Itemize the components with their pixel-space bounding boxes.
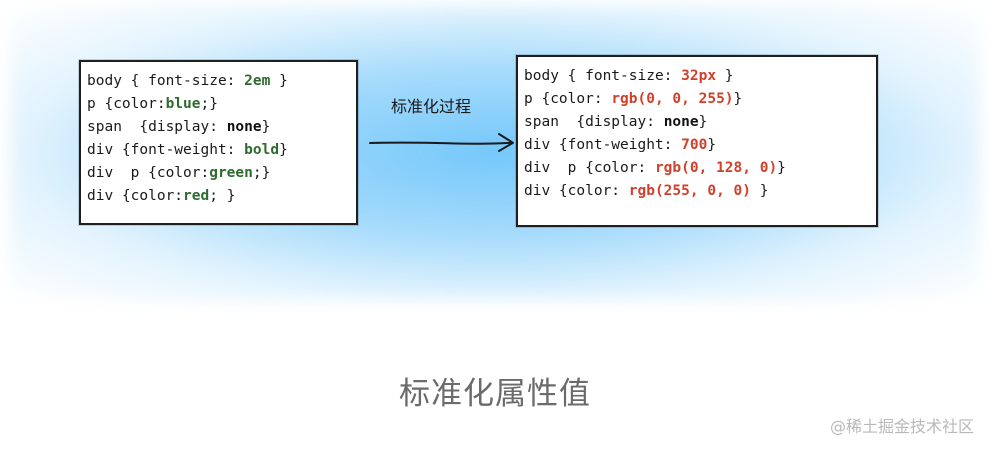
css-line: div p {color:green;}: [87, 162, 350, 185]
css-line: div {color: rgb(255, 0, 0) }: [524, 180, 870, 203]
css-declaration: span {display:: [524, 114, 664, 130]
css-declaration: body { font-size:: [524, 68, 682, 84]
arrow-label: 标准化过程: [391, 97, 472, 116]
css-value: rgb(0, 128, 0): [654, 160, 778, 176]
css-value: 700: [681, 137, 708, 153]
css-line: body { font-size: 2em }: [87, 70, 350, 93]
css-line: div {color:red; }: [87, 185, 350, 208]
css-value: none: [663, 114, 699, 130]
css-declaration: p {color:: [524, 91, 612, 107]
normalized-css-box: body { font-size: 32px } p {color: rgb(0…: [516, 55, 878, 227]
css-line: body { font-size: 32px }: [524, 65, 870, 88]
css-declaration: div {font-weight:: [524, 137, 682, 153]
css-declaration: div p {color:: [524, 160, 655, 176]
css-line: p {color: rgb(0, 0, 255)}: [524, 88, 870, 111]
css-suffix: ;}: [200, 96, 218, 112]
css-suffix: }: [270, 73, 288, 89]
css-suffix: }: [261, 119, 271, 135]
css-declaration: p {color:: [87, 96, 166, 112]
css-suffix: }: [777, 160, 786, 176]
css-suffix: }: [733, 91, 743, 107]
css-line: span {display: none}: [87, 116, 350, 139]
css-suffix: ;}: [252, 165, 271, 181]
css-declaration: div {color:: [87, 188, 184, 204]
css-value: green: [209, 165, 253, 181]
css-suffix: }: [716, 68, 734, 84]
css-suffix: }: [750, 183, 769, 199]
css-declaration: div {font-weight:: [87, 142, 245, 158]
css-suffix: }: [707, 137, 717, 153]
css-declaration: span {display:: [87, 119, 227, 135]
css-suffix: }: [698, 114, 708, 130]
css-declaration: body { font-size:: [87, 73, 245, 89]
css-declaration: div p {color:: [87, 165, 210, 181]
css-line: p {color:blue;}: [87, 93, 350, 116]
css-value: rgb(255, 0, 0): [628, 183, 751, 199]
css-line: span {display: none}: [524, 111, 870, 134]
css-declaration: div {color:: [524, 183, 629, 199]
css-value: red: [183, 188, 210, 204]
css-value: none: [226, 119, 262, 135]
css-value: 32px: [681, 68, 717, 84]
css-suffix: }: [279, 142, 288, 158]
right-arrow-icon: [369, 133, 514, 152]
css-line: div {font-weight: bold}: [87, 139, 350, 162]
css-value: bold: [244, 142, 280, 158]
watermark: @稀土掘金技术社区: [829, 417, 974, 436]
css-line: div {font-weight: 700}: [524, 134, 870, 157]
figure-caption: 标准化属性值: [399, 376, 591, 412]
css-value: rgb(0, 0, 255): [611, 91, 734, 107]
css-line: div p {color: rgb(0, 128, 0)}: [524, 157, 870, 180]
original-css-box: body { font-size: 2em } p {color:blue;} …: [79, 60, 358, 225]
css-suffix: ; }: [209, 188, 236, 204]
css-value: blue: [165, 96, 201, 112]
css-value: 2em: [244, 73, 271, 89]
